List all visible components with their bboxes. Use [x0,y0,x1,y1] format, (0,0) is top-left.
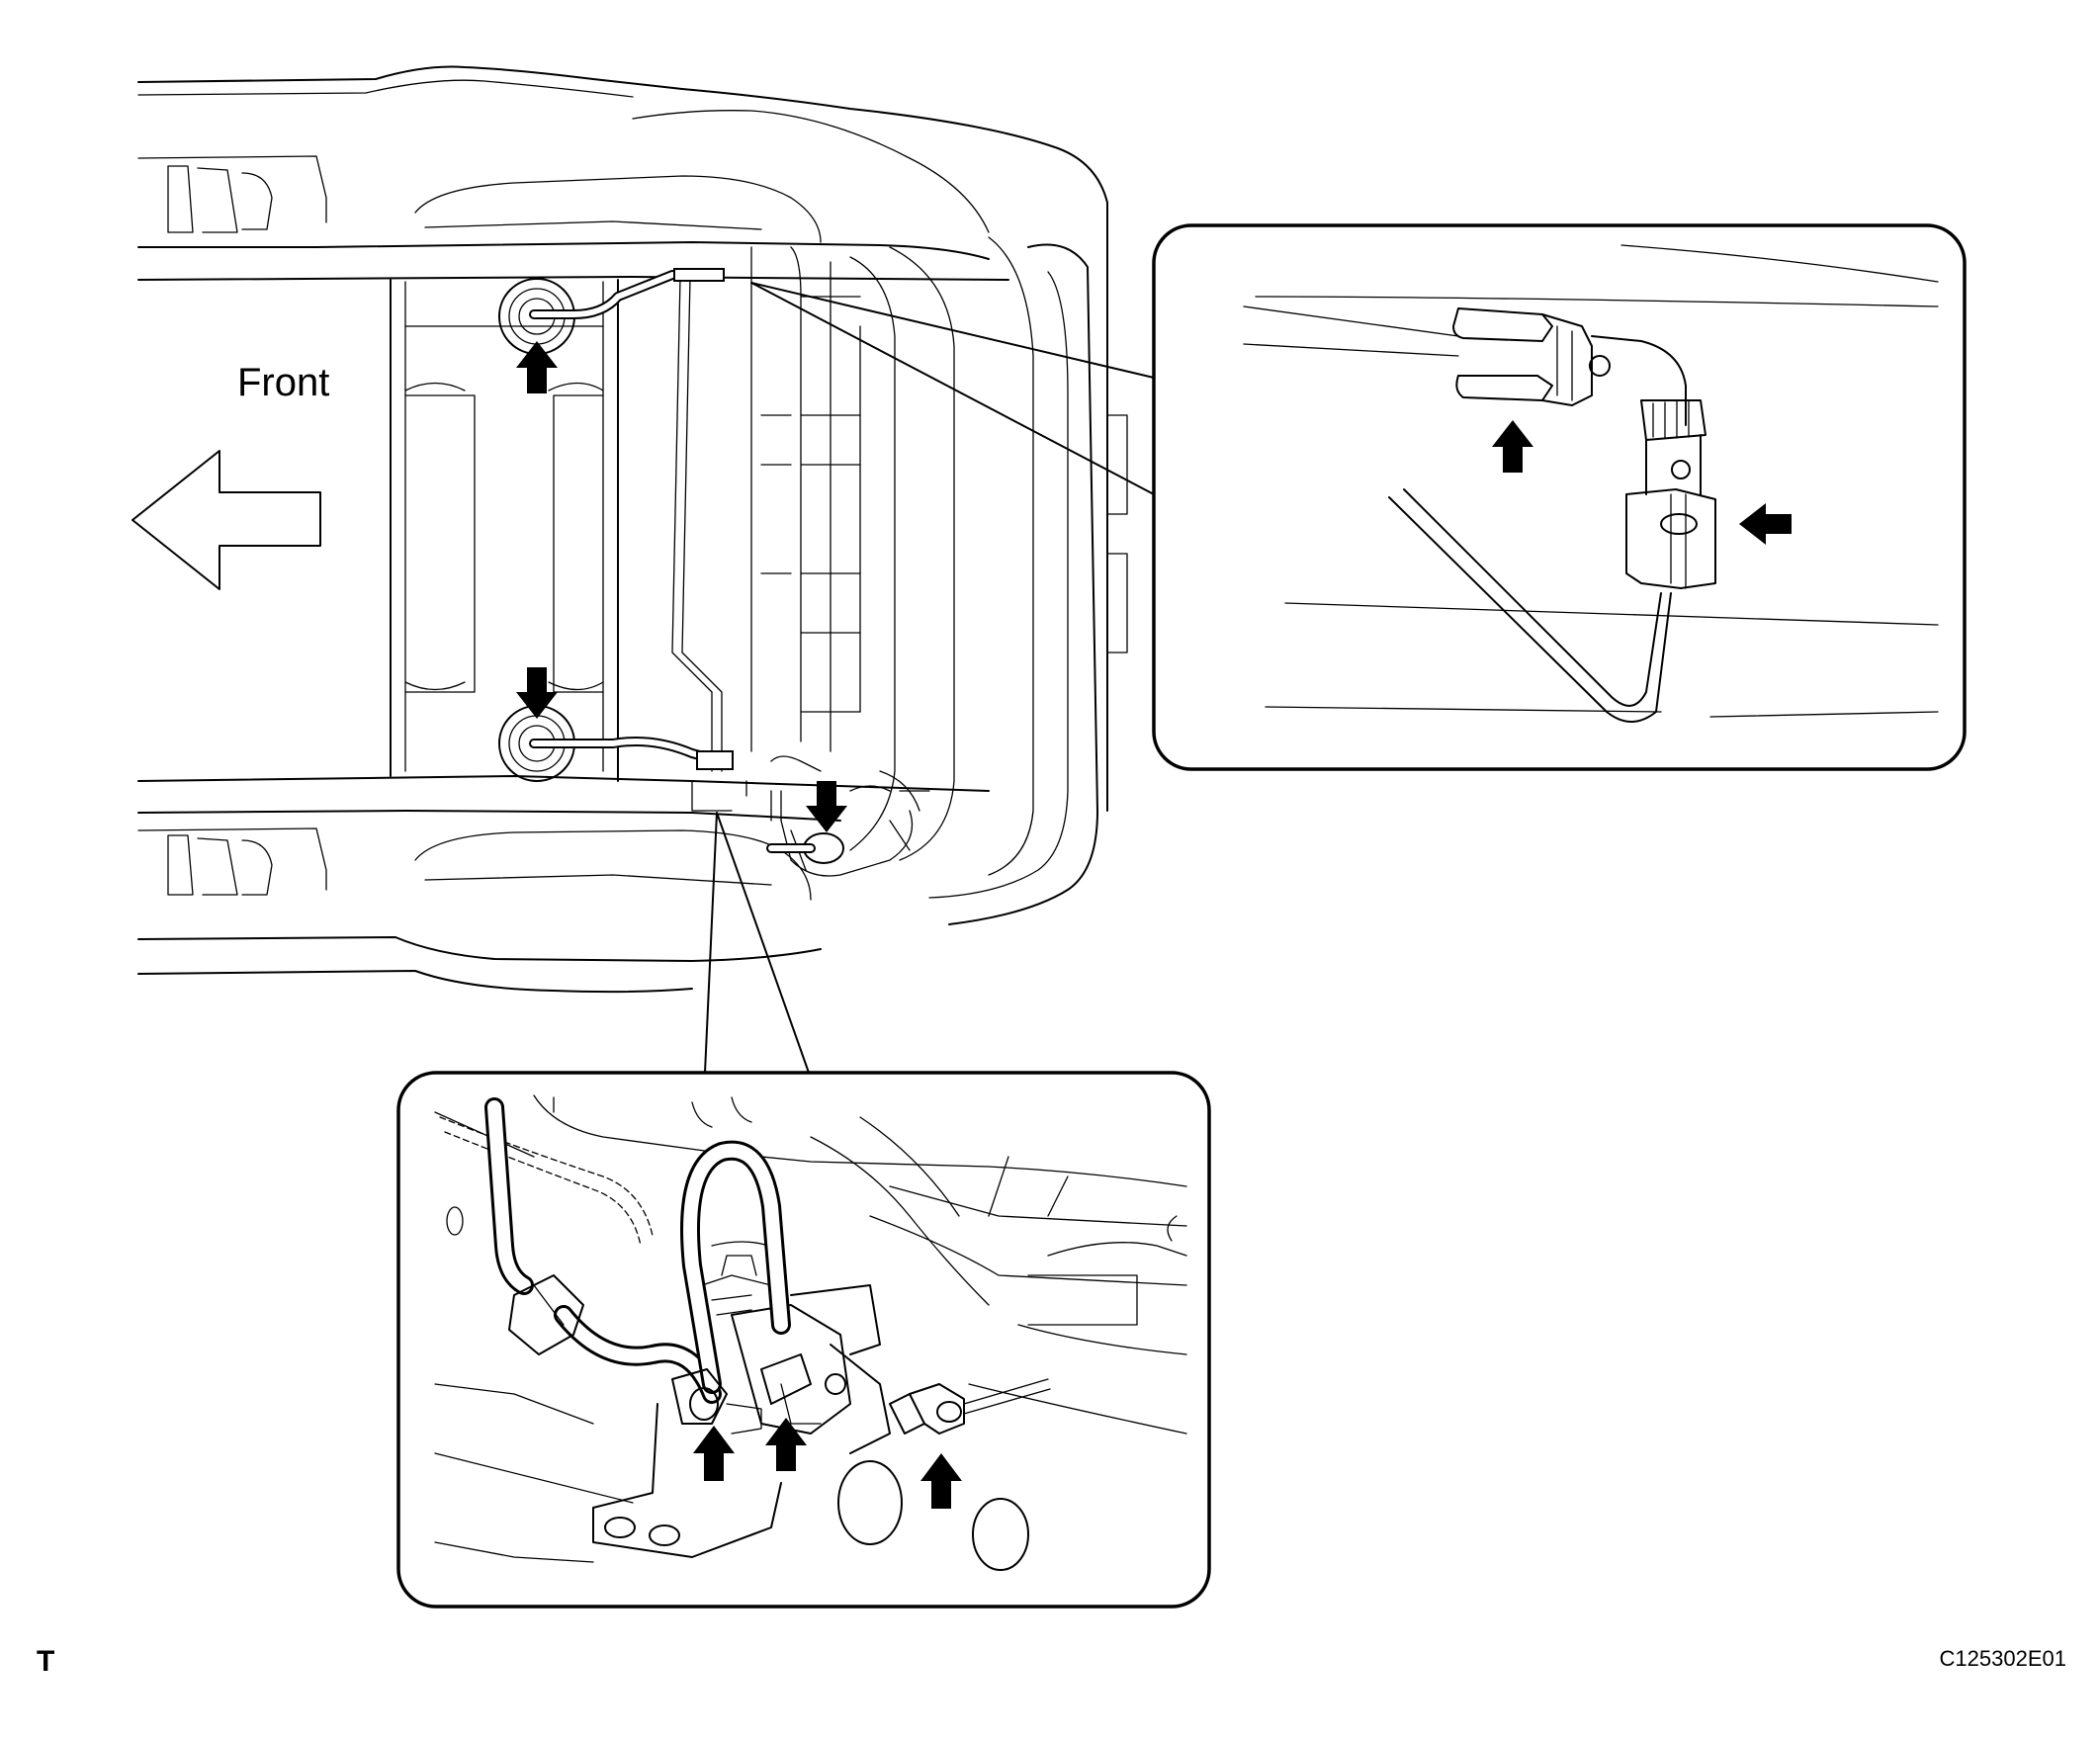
pointer-arrow-icon [516,667,558,719]
pointer-arrow-icon [806,781,847,832]
pointer-arrow-icon [765,1418,807,1471]
figure-id: C125302E01 [1940,1646,2066,1671]
flare-fitting-right [760,1353,822,1425]
rear-component-cluster [766,755,930,877]
brake-line-routing [529,268,782,822]
pointer-arrow-icon [693,1426,735,1481]
callout-leader-right [750,282,1155,495]
inset-clip-detail [1152,223,1967,771]
front-label: Front [237,361,329,404]
corner-mark: T [37,1645,54,1678]
pointer-arrow-icon [516,341,558,393]
flare-fitting-left [671,1368,762,1435]
front-direction-arrow-icon [131,450,321,590]
underbody-overview [137,65,1155,1074]
pointer-arrow-icon [1492,420,1533,473]
callout-leader-bottom [704,812,810,1074]
pointer-arrow-icon [920,1453,962,1509]
pointer-arrow-icon [1739,503,1792,545]
inset-valve-detail [396,1071,1211,1609]
